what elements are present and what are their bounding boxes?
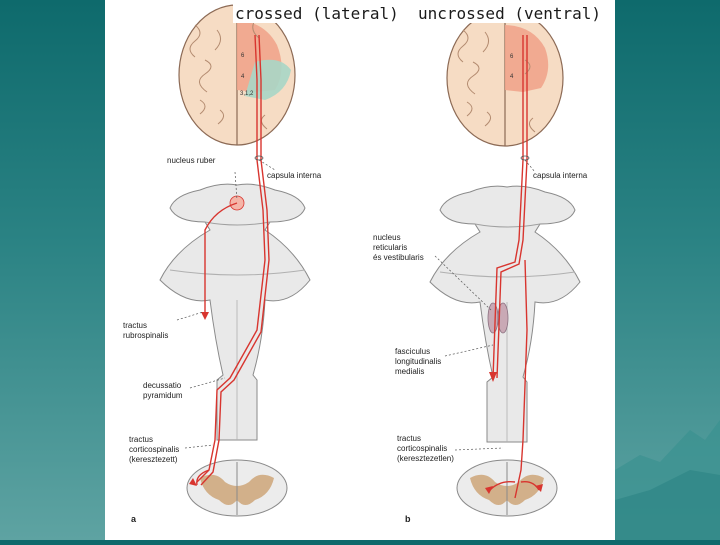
figure-panel: 6 4 3,1,2 — [105, 0, 615, 540]
label-capsula-interna-right: capsula interna — [533, 171, 588, 180]
label-nucleus-2: reticularis — [373, 243, 407, 252]
label-tractus-rubrospinalis-2: rubrospinalis — [123, 331, 168, 340]
right-diagram: 6 4 — [373, 9, 588, 524]
ventral-arrowhead-1 — [489, 372, 497, 382]
left-leader-lines — [176, 159, 276, 449]
panel-letter-b: b — [405, 514, 411, 524]
left-spinal-cord — [186, 459, 288, 517]
label-decussatio-1: decussatio — [143, 381, 182, 390]
label-tractus-cs-left-1: tractus — [129, 435, 153, 444]
right-leader-lines — [434, 159, 536, 451]
svg-text:4: 4 — [510, 74, 514, 80]
label-tractus-rubrospinalis-1: tractus — [123, 321, 147, 330]
right-tracts — [489, 35, 540, 499]
label-tractus-cs-left-2: corticospinalis — [129, 445, 179, 454]
left-brainstem — [159, 183, 311, 441]
label-tractus-cs-right-1: tractus — [397, 434, 421, 443]
label-tractus-cs-right-3: (keresztezetlen) — [397, 454, 454, 463]
label-capsula-interna-left: capsula interna — [267, 171, 322, 180]
svg-text:6: 6 — [241, 53, 245, 59]
label-fasciculus-1: fasciculus — [395, 347, 430, 356]
label-tractus-cs-right-2: corticospinalis — [397, 444, 447, 453]
label-tractus-cs-left-3: (keresztezett) — [129, 455, 178, 464]
label-nucleus-1: nucleus — [373, 233, 401, 242]
ventral-arrowhead-2 — [485, 486, 493, 494]
neuro-diagram: 6 4 3,1,2 — [123, 4, 588, 524]
corticospinal-arrowhead — [189, 478, 197, 486]
label-nucleus-3: és vestibularis — [373, 253, 424, 262]
title-crossed: crossed (lateral) — [233, 4, 401, 23]
svg-text:4: 4 — [241, 74, 245, 80]
left-tracts — [196, 34, 270, 486]
panel-letter-a: a — [131, 514, 137, 524]
rubrospinal-arrowhead — [201, 312, 209, 320]
svg-text:6: 6 — [510, 54, 514, 60]
label-fasciculus-3: medialis — [395, 367, 424, 376]
svg-text:3,1,2: 3,1,2 — [240, 91, 254, 97]
left-brain: 6 4 3,1,2 — [178, 4, 296, 146]
right-brainstem — [429, 185, 581, 443]
right-brain: 6 4 — [446, 9, 564, 147]
left-diagram: 6 4 3,1,2 — [123, 4, 322, 524]
ventral-arrowhead-3 — [535, 484, 543, 492]
label-fasciculus-2: longitudinalis — [395, 357, 441, 366]
title-uncrossed: uncrossed (ventral) — [416, 4, 604, 23]
label-decussatio-2: pyramidum — [143, 391, 183, 400]
label-nucleus-ruber: nucleus ruber — [167, 156, 216, 165]
